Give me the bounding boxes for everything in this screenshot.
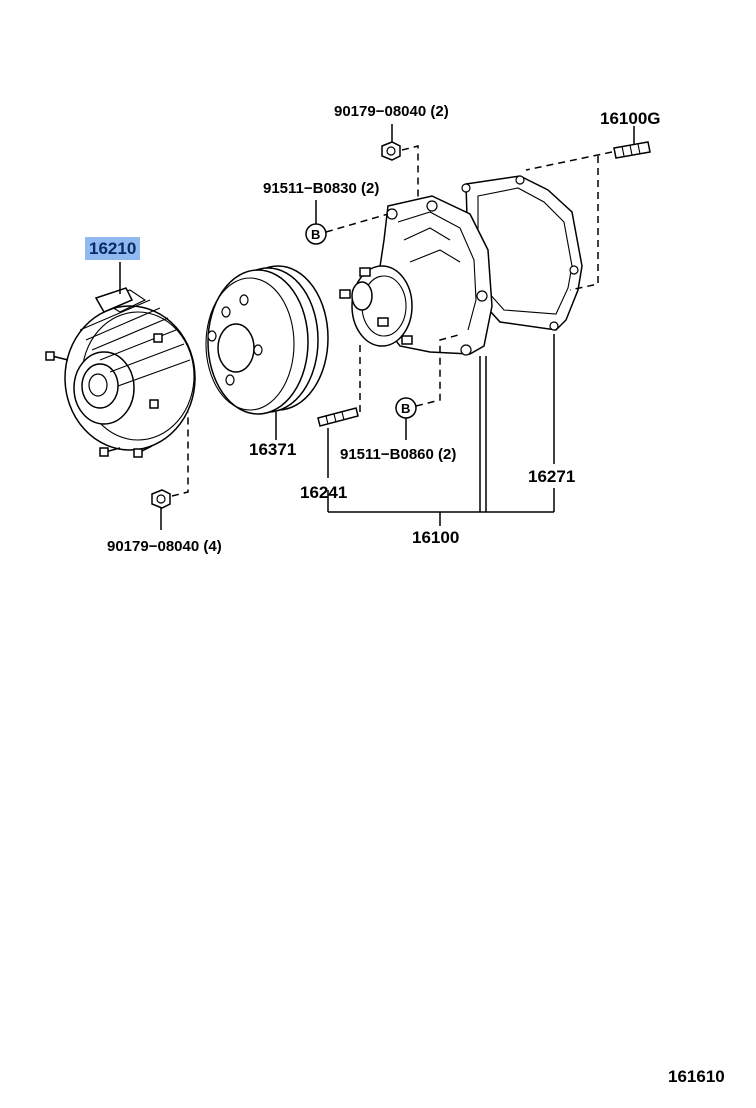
bolt-guide-line-lower — [415, 333, 463, 407]
part-label-16271[interactable]: 16271 — [528, 467, 576, 486]
part-label-16241[interactable]: 16241 — [300, 483, 348, 502]
figure-number: 161610 — [668, 1067, 725, 1086]
part-label-90179-bottom[interactable]: 90179−08040 (4) — [107, 538, 222, 555]
bolt-b-lower-letter: B — [401, 401, 411, 416]
assembly-bracket-16100 — [327, 356, 555, 526]
nut-guide-line-bottom — [171, 412, 189, 497]
nut-guide-line-top — [401, 145, 419, 200]
nut-drawing-top — [381, 141, 401, 161]
part-label-16371[interactable]: 16371 — [249, 440, 297, 459]
bolt-b-upper-letter: B — [311, 227, 321, 242]
part-label-16100G[interactable]: 16100G — [600, 109, 661, 128]
part-label-91511-B0860[interactable]: 91511−B0860 (2) — [340, 446, 457, 463]
part-label-16100[interactable]: 16100 — [412, 528, 460, 547]
part-label-16210-highlighted[interactable]: 16210 — [85, 237, 141, 260]
part-label-91511-B0830[interactable]: 91511−B0830 (2) — [263, 180, 380, 197]
stud-guide-line-16100G — [525, 151, 613, 291]
bolt-guide-line-upper — [325, 213, 389, 233]
water-pump-drawing — [339, 175, 583, 356]
pulley-drawing — [205, 265, 329, 415]
fan-clutch-drawing — [45, 287, 196, 458]
part-label-90179-top[interactable]: 90179−08040 (2) — [334, 103, 449, 120]
stud-drawing — [317, 407, 359, 427]
stud-bolt-drawing-16100G — [613, 141, 651, 159]
nut-drawing-bottom — [151, 489, 171, 509]
